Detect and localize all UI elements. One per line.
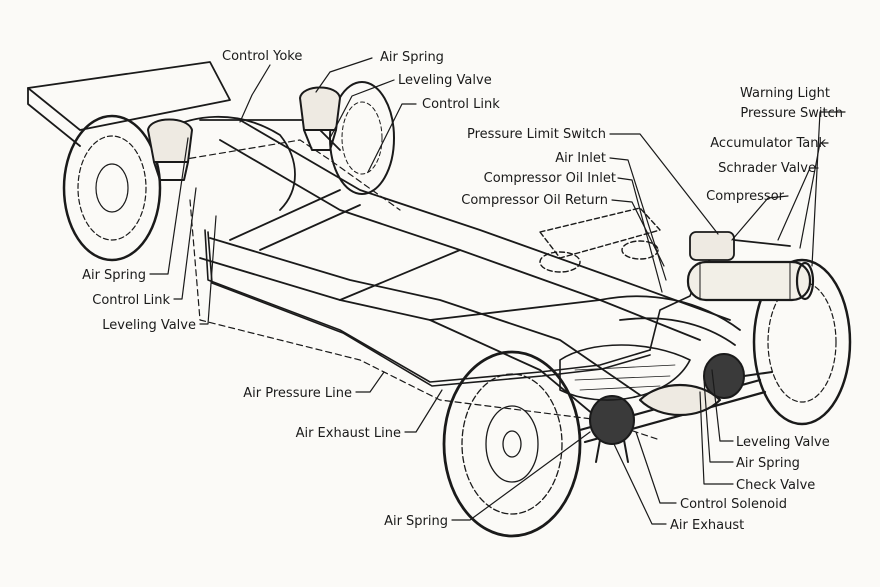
label-control-yoke: Control Yoke: [222, 49, 302, 64]
label-compressor: Compressor: [706, 189, 785, 204]
label-control-link-top: Control Link: [422, 97, 500, 112]
spare-frame-sketch: [539, 207, 661, 273]
label-pressure-limit-switch: Pressure Limit Switch: [467, 127, 606, 142]
rear-left-wheel: [442, 350, 582, 538]
label-leveling-valve-left: Leveling Valve: [102, 318, 196, 333]
label-leveling-valve-right: Leveling Valve: [736, 435, 830, 450]
air-spring-front-right: [299, 86, 341, 151]
label-compressor-oil-return: Compressor Oil Return: [461, 193, 608, 208]
label-pressure-switch: Pressure Switch: [740, 106, 843, 121]
label-control-solenoid: Control Solenoid: [680, 497, 787, 512]
label-leveling-valve-top: Leveling Valve: [398, 73, 492, 88]
label-warning-light: Warning Light: [740, 86, 830, 101]
label-air-spring-top: Air Spring: [380, 50, 444, 65]
label-air-spring-left: Air Spring: [82, 268, 146, 283]
air-spring-rear-left: [589, 395, 635, 463]
label-accumulator-tank: Accumulator Tank: [710, 136, 826, 151]
label-air-pressure-line: Air Pressure Line: [243, 386, 352, 401]
label-air-spring-right: Air Spring: [736, 456, 800, 471]
label-check-valve: Check Valve: [736, 478, 815, 493]
label-air-inlet: Air Inlet: [555, 151, 606, 166]
label-air-exhaust: Air Exhaust: [670, 518, 744, 533]
front-left-wheel: [62, 114, 162, 262]
label-air-exhaust-line: Air Exhaust Line: [296, 426, 401, 441]
label-compressor-oil-inlet: Compressor Oil Inlet: [484, 171, 616, 186]
leader-lines: [149, 57, 846, 525]
label-air-spring-bottom: Air Spring: [384, 514, 448, 529]
differential-housing: [559, 344, 691, 401]
accumulator-tank: [686, 260, 815, 302]
compressor: [689, 231, 791, 261]
label-schrader-valve: Schrader Valve: [718, 161, 816, 176]
label-control-link-left: Control Link: [92, 293, 170, 308]
air-spring-front-left: [147, 118, 193, 181]
